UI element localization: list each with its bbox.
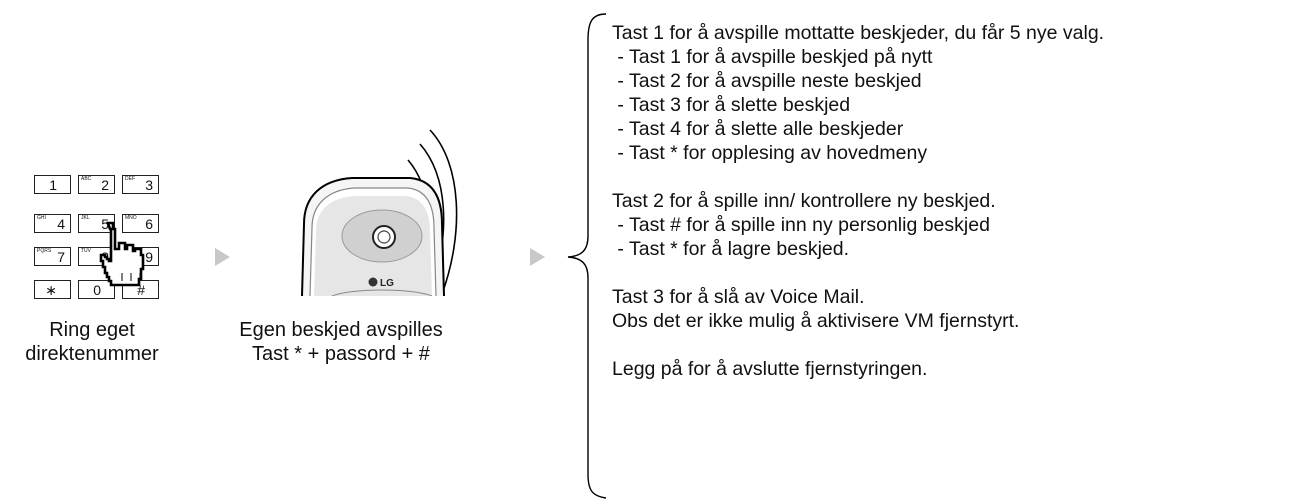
key-letters: MNO [125,215,137,221]
keypad-key: JKL 5 [78,214,115,233]
caption-line: direktenummer [25,343,159,365]
keypad-key: ABC 2 [78,175,115,194]
keypad-key: MNO 6 [122,214,159,233]
key-digit: 6 [145,216,153,232]
menu-spacer [612,333,1104,357]
keypad-key: PQRS 7 [34,247,71,266]
key-digit: 9 [145,249,153,265]
menu-line: Legg på for å avslutte fjernstyringen. [612,358,928,380]
menu-line: - Tast 4 for å slette alle beskjeder [612,118,904,140]
caption-line: Ring eget [49,319,135,341]
step1-caption: Ring eget direktenummer [2,318,182,366]
key-digit: 4 [57,216,65,232]
menu-spacer [612,165,1104,189]
menu-line: Obs det er ikke mulig å aktivisere VM fj… [612,310,1020,332]
keypad-key: 0 [78,280,115,299]
menu-line: - Tast 1 for å avspille beskjed på nytt [612,46,933,68]
keypad-key: GHI 4 [34,214,71,233]
curly-brace [567,13,607,499]
key-letters: JKL [81,215,90,221]
key-letters: DEF [125,176,135,182]
keypad-key: DEF 3 [122,175,159,194]
key-digit: # [137,282,145,298]
key-digit: 1 [49,177,57,193]
keypad-key: 1 [34,175,71,194]
step2-caption: Egen beskjed avspilles Tast * + passord … [226,318,456,366]
menu-line: - Tast * for opplesing av hovedmeny [612,142,928,164]
key-digit: 5 [101,216,109,232]
menu-line: Tast 1 for å avspille mottatte beskjeder… [612,22,1105,44]
key-digit: 7 [57,249,65,265]
menu-line: - Tast * for å lagre beskjed. [612,238,850,260]
key-digit: 3 [145,177,153,193]
menu-line: - Tast 2 for å avspille neste beskjed [612,70,922,92]
menu-line: Tast 3 for å slå av Voice Mail. [612,286,865,308]
key-letters: ABC [81,176,92,182]
key-digit: ∗ [45,282,57,298]
key-digit: 2 [101,177,109,193]
arrow-right-icon [215,248,230,266]
arrow-right-icon [530,248,545,266]
key-letters: GHI [37,215,46,221]
menu-line: - Tast 3 for å slette beskjed [612,94,851,116]
pointing-hand-icon [99,221,145,287]
voicemail-menu: Tast 1 for å avspille mottatte beskjeder… [612,21,1104,381]
keypad-key: ∗ [34,280,71,299]
key-letters: TUV [81,248,91,254]
menu-line: Tast 2 for å spille inn/ kontrollere ny … [612,190,996,212]
menu-spacer [612,261,1104,285]
phone-illustration: LG [301,129,458,296]
key-digit: 0 [93,282,101,298]
menu-line: - Tast # for å spille inn ny personlig b… [612,214,990,236]
brand-logo: LG [380,278,394,289]
key-letters: PQRS [37,248,52,254]
caption-line: Tast * + passord + # [252,343,430,365]
caption-line: Egen beskjed avspilles [239,319,443,341]
